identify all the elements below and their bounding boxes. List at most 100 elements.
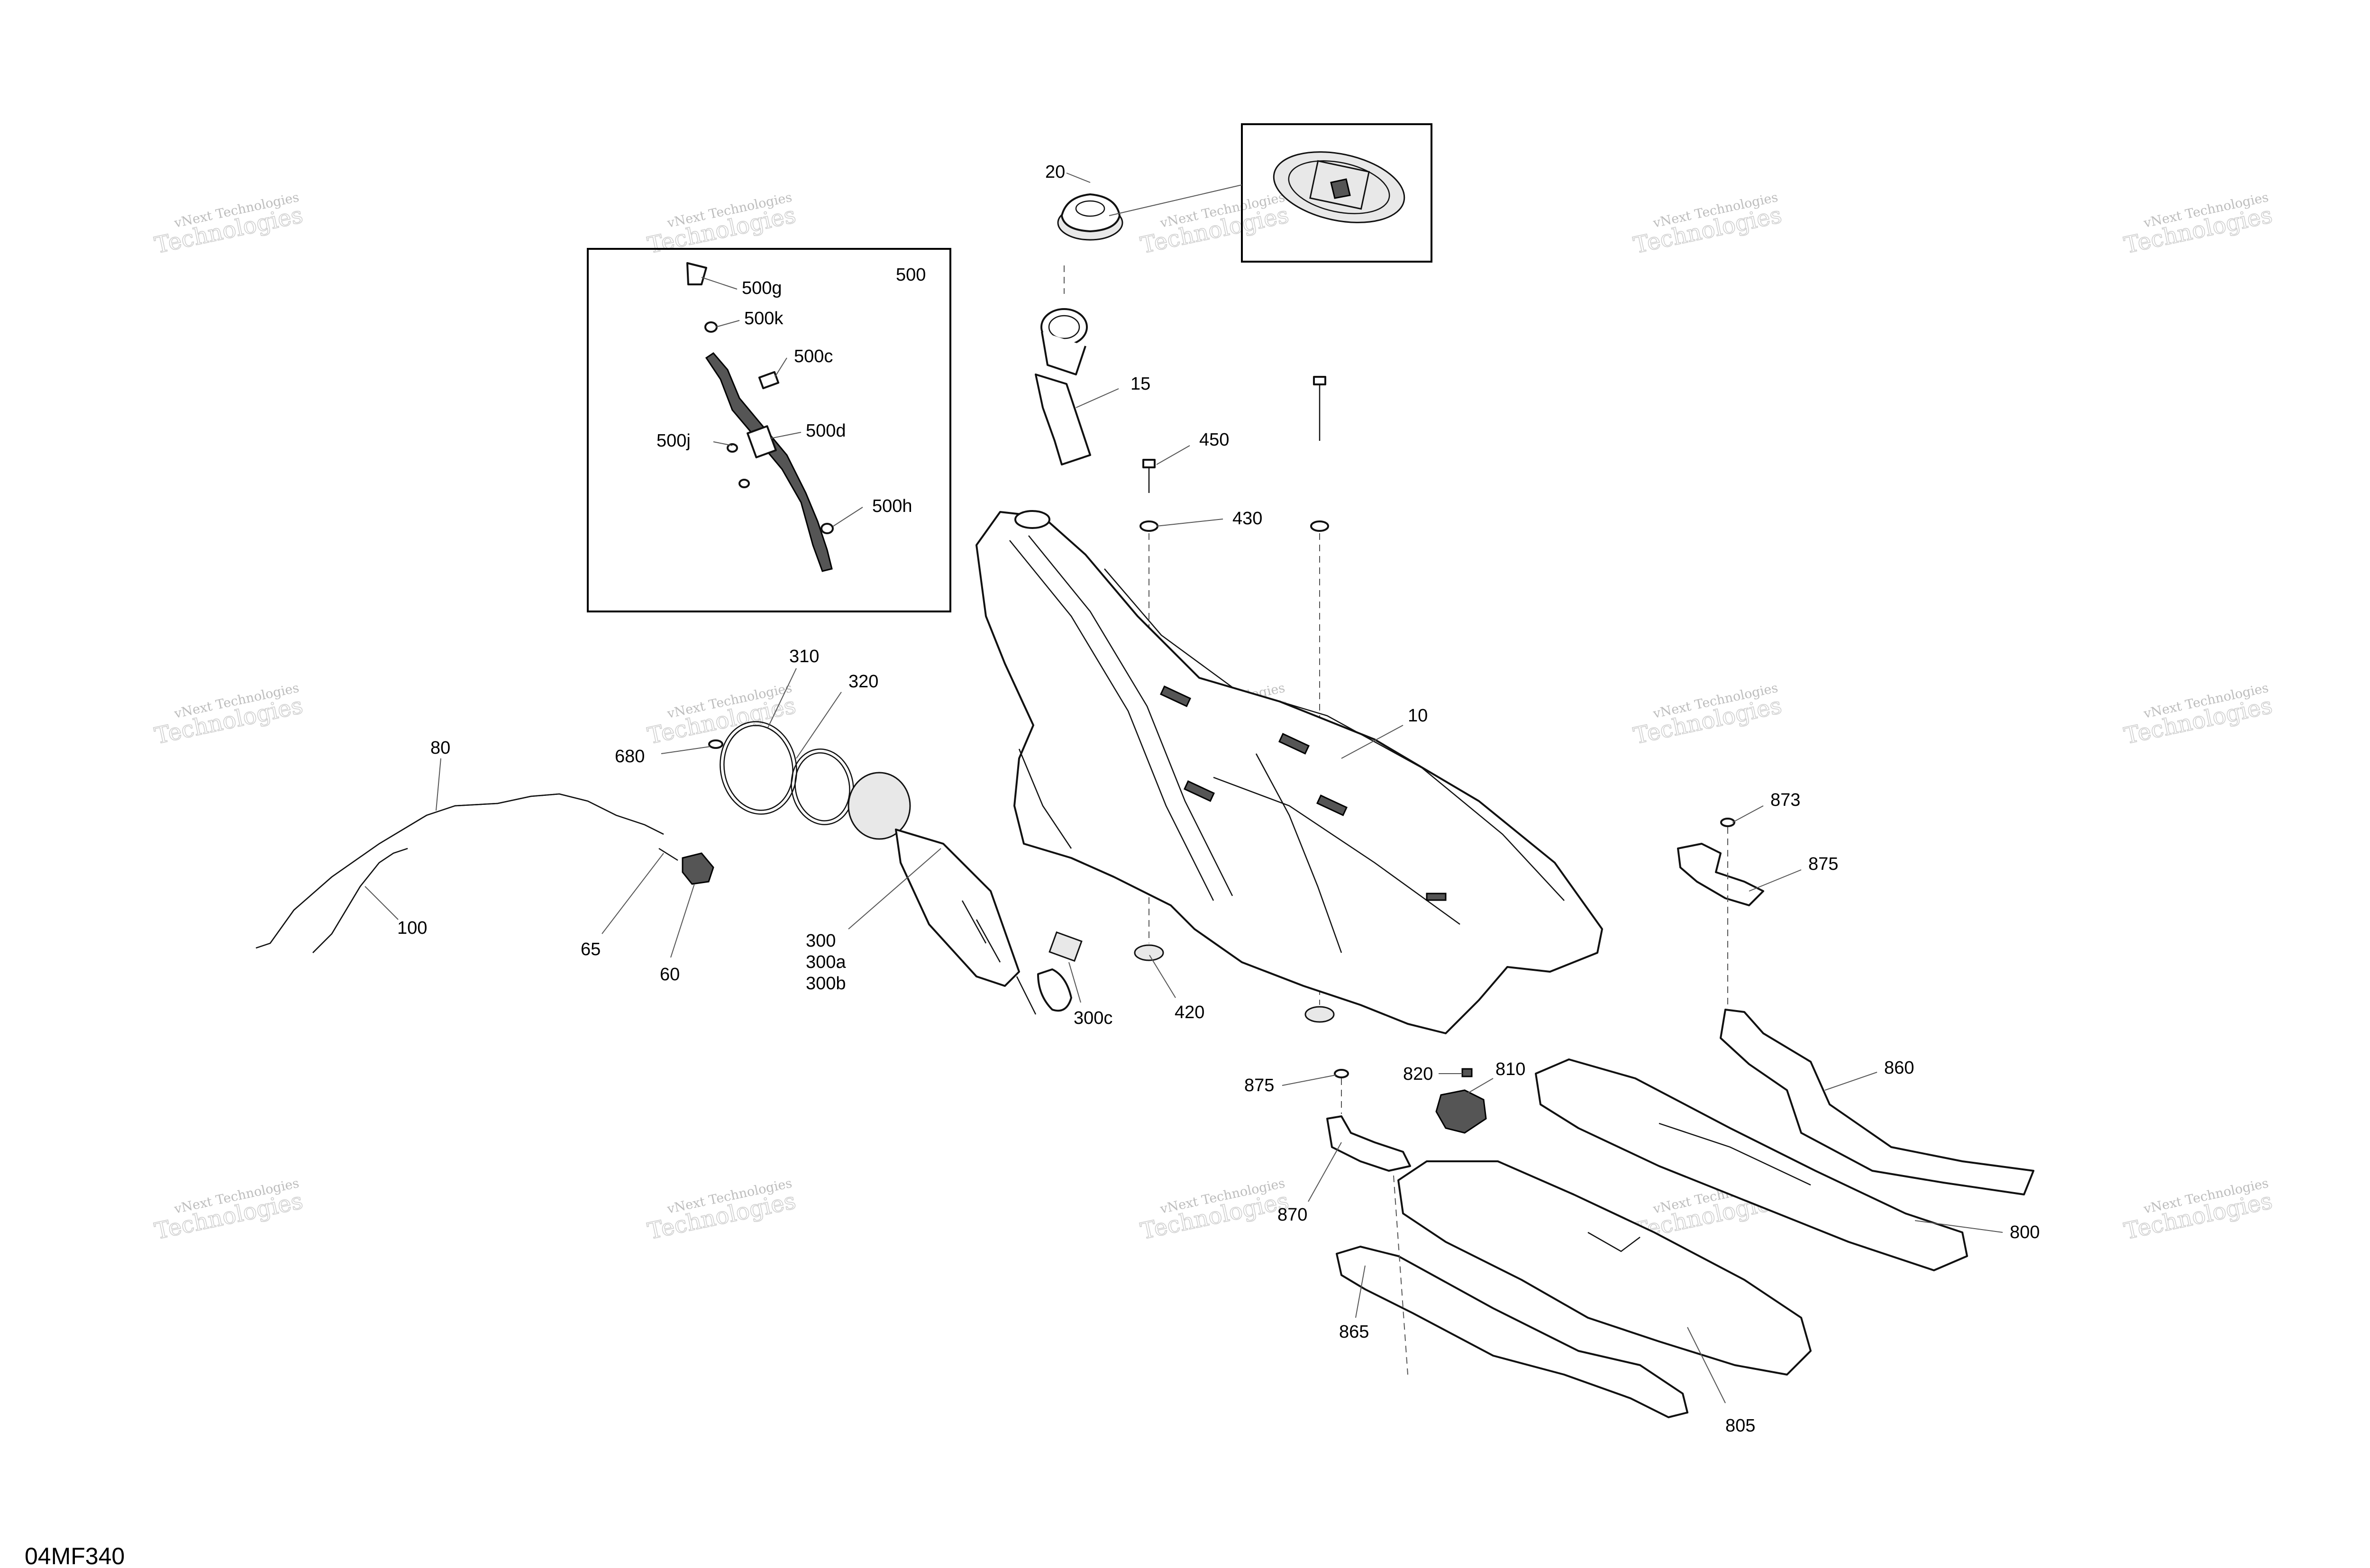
callout-65: 65 xyxy=(581,939,601,959)
filler-neck-body xyxy=(1041,331,1086,375)
callout-450: 450 xyxy=(1199,430,1229,450)
lower-plates xyxy=(1326,1058,1968,1418)
ring-320-outer xyxy=(791,748,854,825)
pump-float xyxy=(1037,968,1072,1012)
o-ring-310-outer xyxy=(720,721,797,815)
callout-820: 820 xyxy=(1403,1064,1433,1084)
pump-details xyxy=(961,900,1001,963)
callout-320: 320 xyxy=(848,672,878,692)
callout-680: 680 xyxy=(615,747,645,766)
clip-810 xyxy=(1435,1089,1487,1134)
hose-inset-frame xyxy=(587,248,951,612)
o-ring-310-inner xyxy=(723,725,793,811)
tank-spine-right xyxy=(1028,535,1233,896)
fuel-pump xyxy=(708,721,1083,1015)
tank-panel-line xyxy=(1255,753,1342,953)
callout-805: 805 xyxy=(1725,1416,1755,1436)
callout-500g: 500g xyxy=(742,278,782,298)
callout-10: 10 xyxy=(1408,706,1428,726)
callout-860: 860 xyxy=(1884,1058,1914,1078)
callout-865: 865 xyxy=(1339,1322,1369,1342)
callout-870: 870 xyxy=(1277,1205,1307,1225)
screw-875-left xyxy=(1334,1069,1349,1078)
clamp-500k xyxy=(704,321,718,333)
callout-810: 810 xyxy=(1495,1059,1525,1079)
callout-300: 300 xyxy=(806,931,836,951)
grommet-left xyxy=(1134,944,1164,961)
clip-500j-a xyxy=(727,443,738,453)
tank-label-2 xyxy=(1278,733,1310,755)
clip-65 xyxy=(658,848,678,861)
tank-label-3 xyxy=(1184,780,1215,802)
right-brackets xyxy=(1677,818,2034,1195)
callout-500j: 500j xyxy=(656,431,691,451)
bolt-left-head xyxy=(1142,459,1156,468)
filler-neck xyxy=(1035,308,1091,465)
heat-shield-800-detail xyxy=(1659,1122,1811,1186)
inset-frame xyxy=(1241,123,1432,263)
cap-body xyxy=(1061,193,1121,232)
callout-labels: 20 15 450 430 10 420 500 500g 500k 500c … xyxy=(397,162,2040,1436)
hose-elbow-500g xyxy=(686,262,707,285)
heat-shield-805 xyxy=(1397,1160,1812,1376)
callout-300c: 300c xyxy=(1074,1008,1112,1028)
heat-shield-805-detail xyxy=(1587,1231,1641,1252)
bracket-865 xyxy=(1336,1246,1688,1418)
bracket-870 xyxy=(1326,1115,1411,1172)
fuel-cap xyxy=(1057,193,1123,241)
filler-neck-inner xyxy=(1048,315,1080,339)
tank-outline xyxy=(975,511,1603,1034)
vent-hose-100-inner xyxy=(312,848,408,953)
vent-hoses xyxy=(255,793,714,953)
ring-320-inner xyxy=(794,752,850,821)
tank-label-1 xyxy=(1160,685,1191,707)
vent-hose-80 xyxy=(255,793,664,949)
callout-430: 430 xyxy=(1232,509,1262,529)
pump-body xyxy=(895,829,1020,987)
callout-100: 100 xyxy=(397,918,427,938)
grommet-right xyxy=(1304,1006,1335,1023)
callout-500d: 500d xyxy=(806,421,846,441)
bracket-860 xyxy=(1720,1009,2034,1195)
fuel-tank xyxy=(975,510,1603,1034)
tank-top-ridge xyxy=(1104,568,1565,901)
callout-300a: 300a xyxy=(806,952,846,972)
hose-500d xyxy=(705,352,833,572)
tank-spine-left xyxy=(1009,540,1214,901)
callout-873: 873 xyxy=(1770,790,1800,810)
tank-label-5 xyxy=(1426,893,1447,901)
washer-right xyxy=(1310,520,1329,532)
cap-top xyxy=(1075,200,1105,217)
callout-60: 60 xyxy=(660,965,680,985)
filler-hose xyxy=(1035,374,1091,465)
tank-label-4 xyxy=(1316,794,1348,816)
diagram-code: 04MF340 xyxy=(25,1543,125,1568)
nut-820 xyxy=(1461,1068,1473,1077)
callout-500: 500 xyxy=(896,265,926,285)
callout-500c: 500c xyxy=(794,346,833,366)
connector-500d xyxy=(747,425,777,458)
fuel-cap-detail-inset xyxy=(1241,123,1432,263)
callout-80: 80 xyxy=(430,738,450,758)
tank-front-crease xyxy=(1018,748,1072,849)
clip-500j-b xyxy=(738,479,750,488)
tank-side-crease xyxy=(1213,776,1460,925)
pump-flange xyxy=(848,772,911,840)
bracket-875 xyxy=(1677,843,1764,906)
leader-lines xyxy=(365,173,2003,1404)
callout-420: 420 xyxy=(1175,1003,1204,1022)
tank-filler-port xyxy=(1014,510,1050,529)
callout-875-left: 875 xyxy=(1244,1076,1274,1095)
callout-500k: 500k xyxy=(744,309,784,328)
hose-assembly-inset xyxy=(587,248,951,612)
pump-float-arm xyxy=(1016,976,1037,1015)
vent-hose-80-inner xyxy=(255,793,664,949)
